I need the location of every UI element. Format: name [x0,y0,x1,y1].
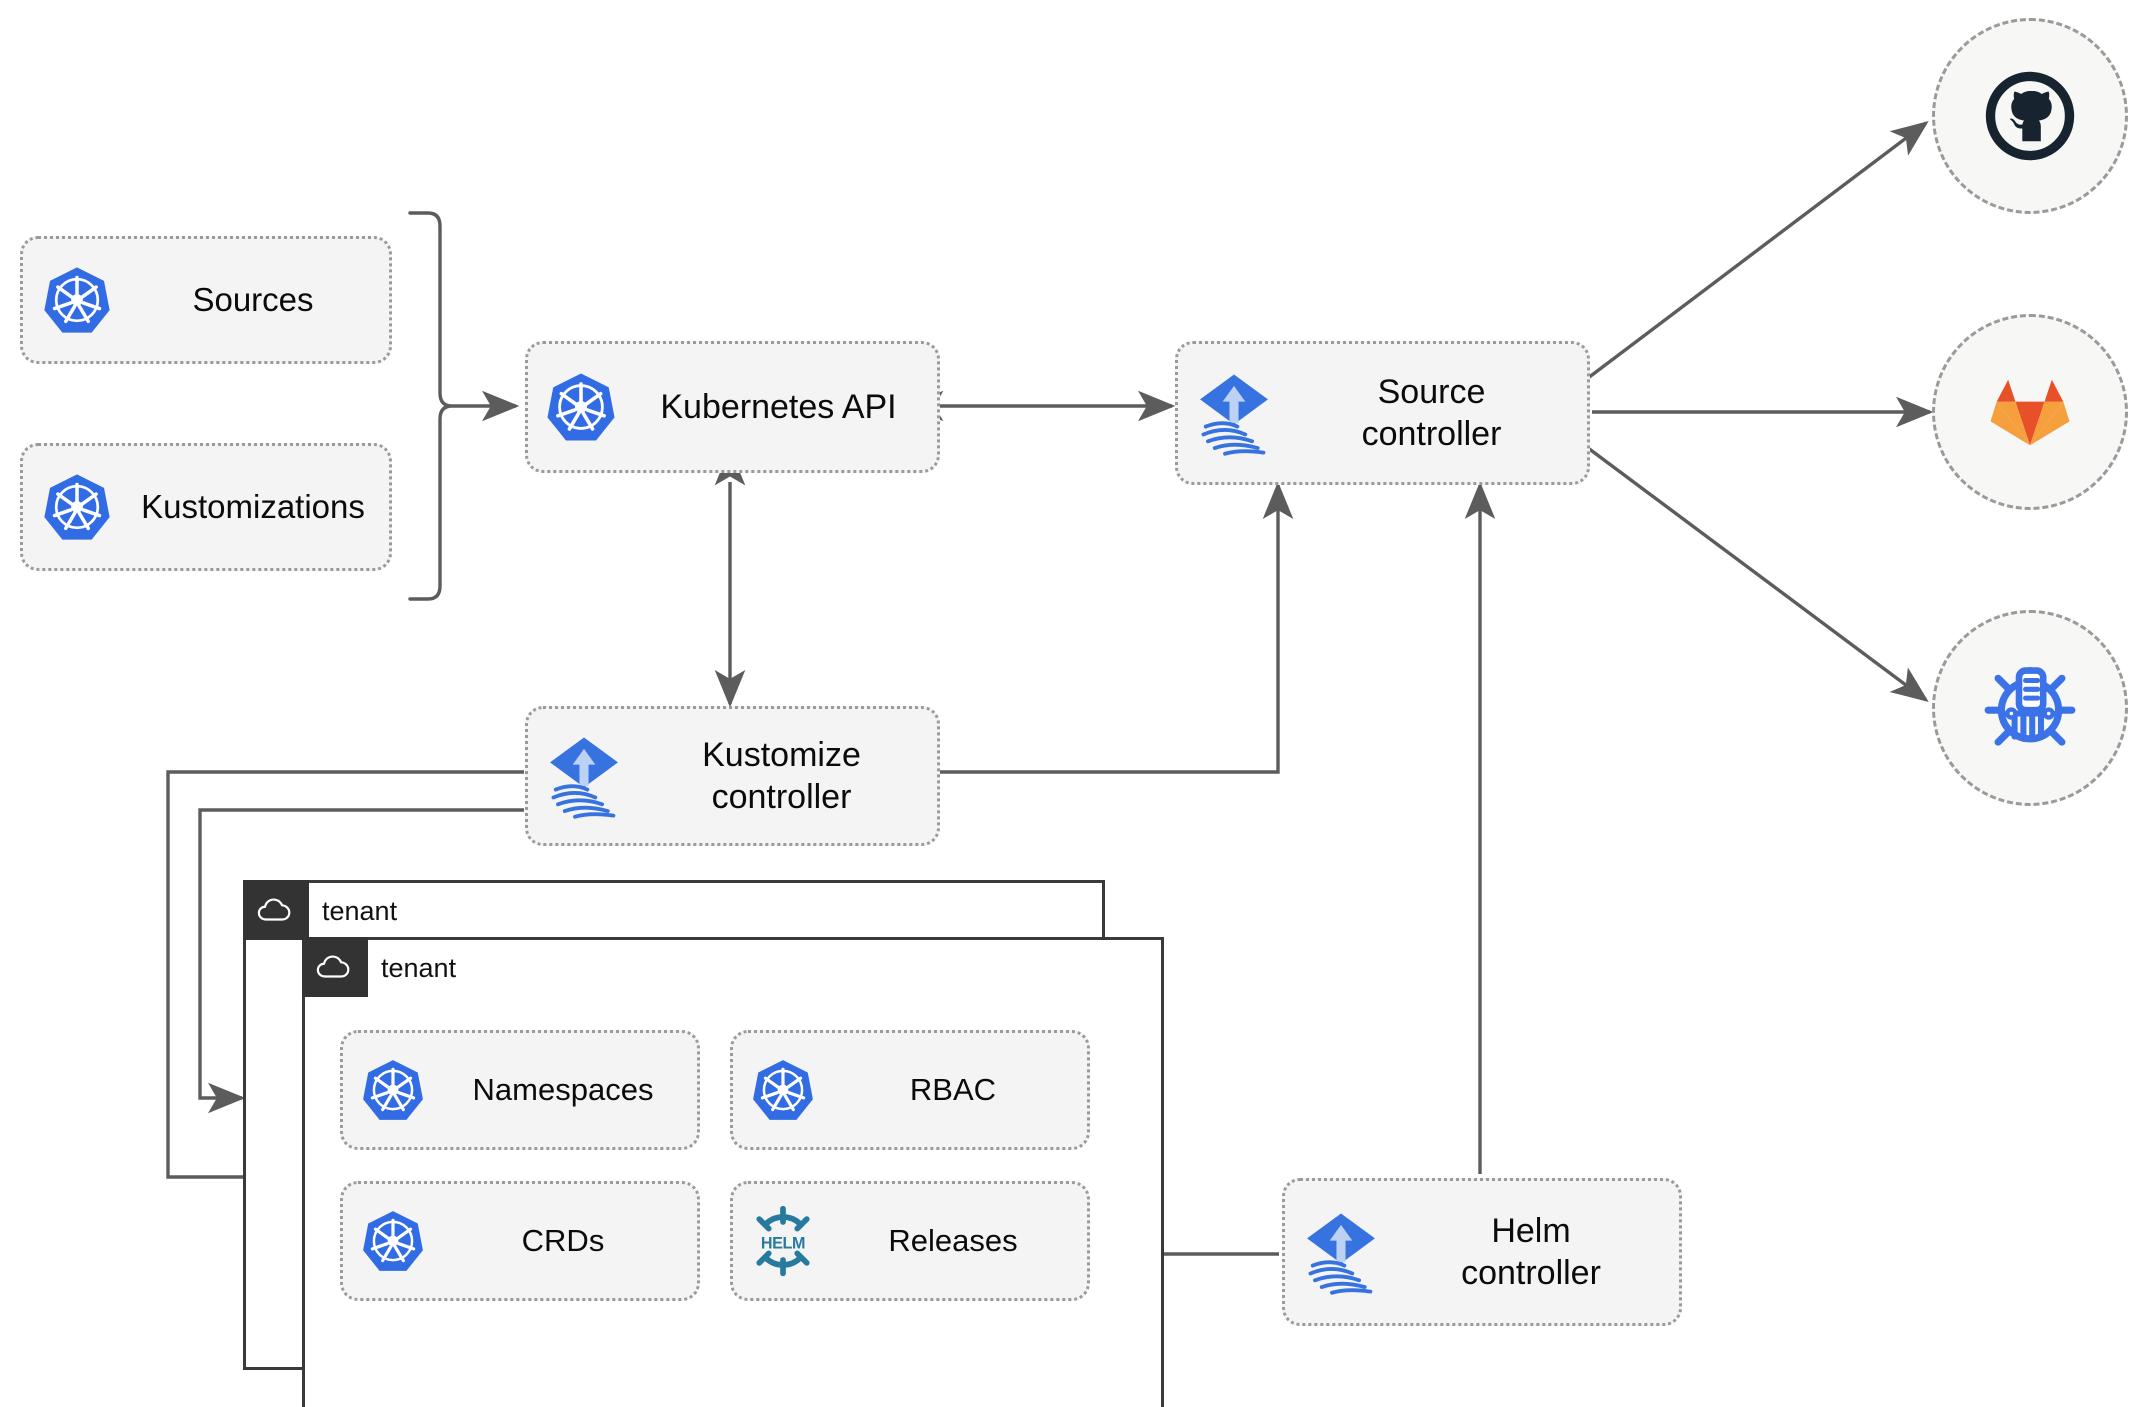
node-sources[interactable]: Sources [20,236,392,364]
gitlab-icon [1990,379,2070,446]
kubernetes-icon [733,1057,833,1123]
node-sources-label: Sources [192,280,314,318]
svg-text:HELM: HELM [761,1235,805,1253]
cloud-icon [243,880,309,940]
provider-github[interactable] [1932,18,2128,214]
flux-icon [1178,370,1290,456]
node-rbac-label: RBAC [909,1071,997,1107]
node-kustomizations-label: Kustomizations [141,487,365,525]
node-namespaces[interactable]: Namespaces [340,1030,700,1150]
node-kubernetes-api-label: Kubernetes API [660,387,897,426]
edge-kustomizecontroller-tenant-inner [198,808,524,1114]
tenant-frame-inner[interactable]: tenant [302,937,1164,1407]
node-kubernetes-api[interactable]: Kubernetes API [525,341,940,473]
flux-icon [528,733,640,819]
node-namespaces-label: Namespaces [472,1071,654,1107]
github-icon [1985,71,2075,161]
node-kustomize-controller[interactable]: Kustomize controller [525,706,940,846]
provider-chart-repository[interactable] [1932,610,2128,806]
node-releases[interactable]: HELM Releases [730,1181,1090,1301]
edge-kustomizecontroller-sourcecontroller [940,481,1294,774]
flux-icon [1285,1209,1397,1295]
edge-kustomizecontroller-tenant-outer [166,770,524,1193]
kubernetes-icon [23,471,131,543]
node-helm-controller-label: Helm controller [1461,1211,1601,1292]
chart-repository-icon [1984,667,2076,746]
node-releases-label: Releases [888,1222,1018,1258]
kubernetes-icon [23,264,131,336]
node-kustomize-controller-label: Kustomize controller [702,735,861,816]
node-rbac[interactable]: RBAC [730,1030,1090,1150]
node-source-controller-label: Source controller [1361,372,1502,453]
tenant-inner-label: tenant [381,952,457,983]
cloud-icon [302,937,368,997]
edge-sourcecontroller-chartrepo [1586,446,1929,703]
node-helm-controller[interactable]: Helm controller [1282,1178,1682,1326]
tenant-outer-label: tenant [322,895,398,926]
kubernetes-icon [343,1057,443,1123]
node-crds[interactable]: CRDs [340,1181,700,1301]
kubernetes-icon [528,370,634,444]
kubernetes-icon [343,1208,443,1274]
node-kustomizations[interactable]: Kustomizations [20,443,392,571]
edge-group-bracket [408,211,453,601]
provider-gitlab[interactable] [1932,314,2128,510]
node-crds-label: CRDs [521,1222,605,1258]
helm-icon: HELM [733,1203,833,1279]
node-source-controller[interactable]: Source controller [1175,341,1590,485]
edge-sourcecontroller-github [1586,120,1929,380]
